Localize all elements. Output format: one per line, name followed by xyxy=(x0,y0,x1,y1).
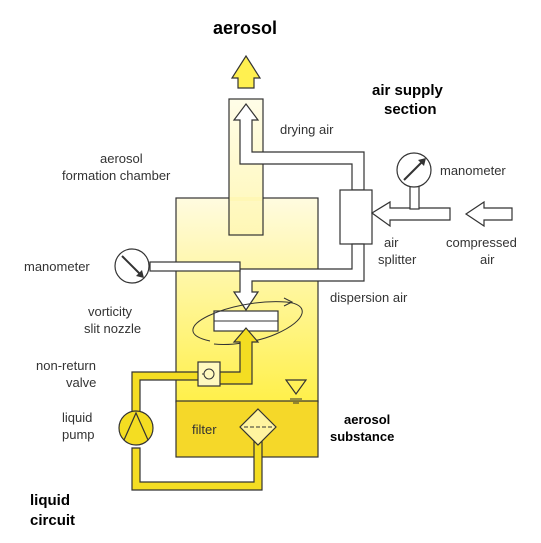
label-manometer-left: manometer xyxy=(24,259,90,274)
label-filter: filter xyxy=(192,422,217,437)
label-vorticity-1: vorticity xyxy=(88,304,133,319)
label-air-splitter-1: air xyxy=(384,235,399,250)
label-aerosol-chamber-2: formation chamber xyxy=(62,168,171,183)
label-aerosol-substance-2: substance xyxy=(330,429,394,444)
label-drying-air: drying air xyxy=(280,122,334,137)
compressed-air-inlet xyxy=(370,200,451,228)
label-aerosol-chamber-1: aerosol xyxy=(100,151,143,166)
label-air-supply-2: section xyxy=(384,101,437,118)
drying-air-pipe xyxy=(232,103,365,191)
label-liquid-pump-2: pump xyxy=(62,427,95,442)
label-vorticity-2: slit nozzle xyxy=(84,321,141,336)
liquid-pump xyxy=(118,410,154,446)
compressed-air-arrow xyxy=(464,200,513,228)
manometer-left-line xyxy=(149,261,241,272)
label-liquid-circuit-2: circuit xyxy=(30,512,75,529)
title: aerosol xyxy=(213,18,277,38)
non-return-valve xyxy=(197,361,221,387)
label-non-return-1: non-return xyxy=(36,358,96,373)
label-dispersion-air: dispersion air xyxy=(330,290,408,305)
label-liquid-circuit-1: liquid xyxy=(30,492,70,509)
label-compressed-air-1: compressed xyxy=(446,235,517,250)
label-liquid-pump-1: liquid xyxy=(62,410,92,425)
label-aerosol-substance-1: aerosol xyxy=(344,412,390,427)
air-splitter xyxy=(339,189,373,245)
label-air-splitter-2: splitter xyxy=(378,252,417,267)
label-non-return-2: valve xyxy=(66,375,96,390)
label-manometer-right: manometer xyxy=(440,163,506,178)
aerosol-output-arrow xyxy=(230,54,262,89)
dispersion-air-pipe xyxy=(232,243,365,312)
label-compressed-air-2: air xyxy=(480,252,495,267)
label-air-supply-1: air supply xyxy=(372,82,444,99)
level-marker xyxy=(284,379,308,396)
